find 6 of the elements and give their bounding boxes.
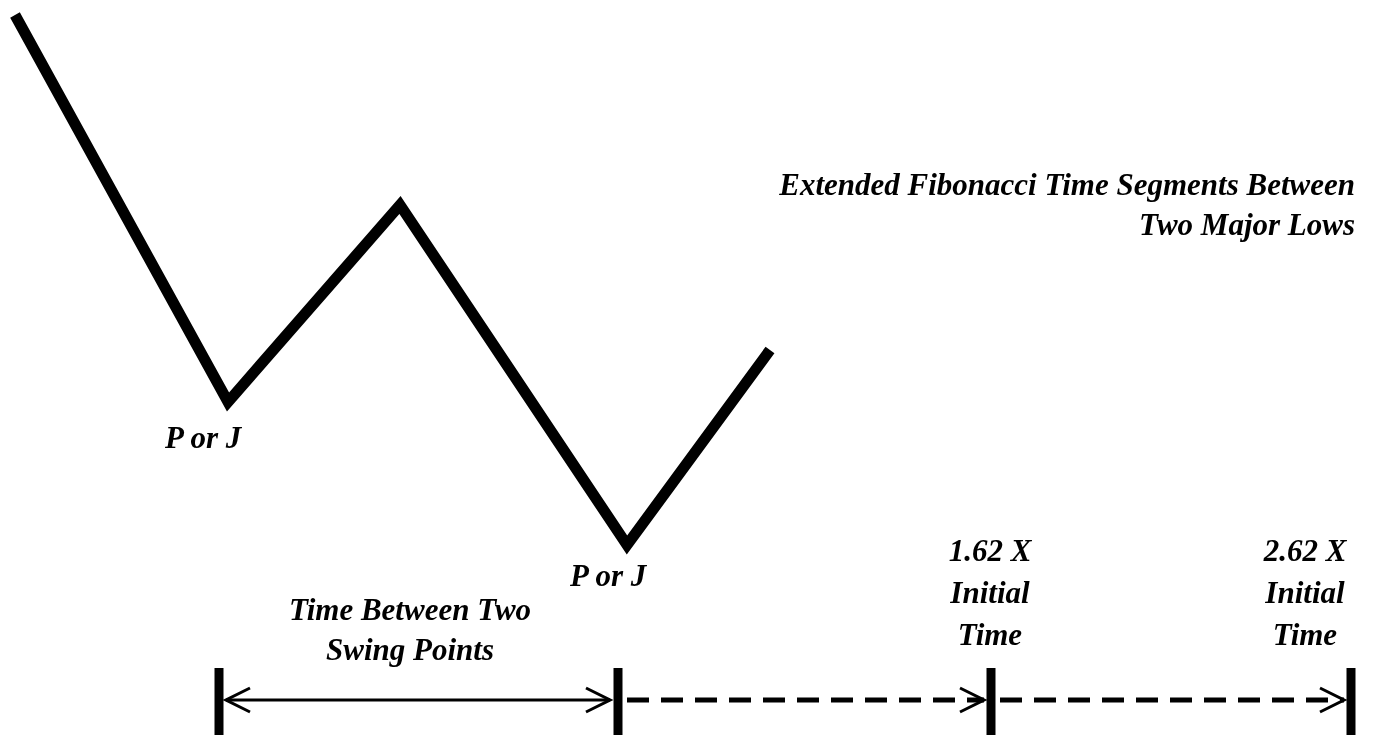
diagram-title: Extended Fibonacci Time Segments Between Two Major Lows bbox=[778, 166, 1355, 244]
swing-point-label: P or J bbox=[570, 558, 647, 594]
time-span-label: Time Between Two Swing Points bbox=[287, 591, 533, 669]
swing-point-label: P or J bbox=[165, 420, 242, 456]
time-ratio-label: 1.62 X Initial Time bbox=[947, 532, 1033, 654]
time-ratio-label: 2.62 X Initial Time bbox=[1262, 532, 1348, 654]
